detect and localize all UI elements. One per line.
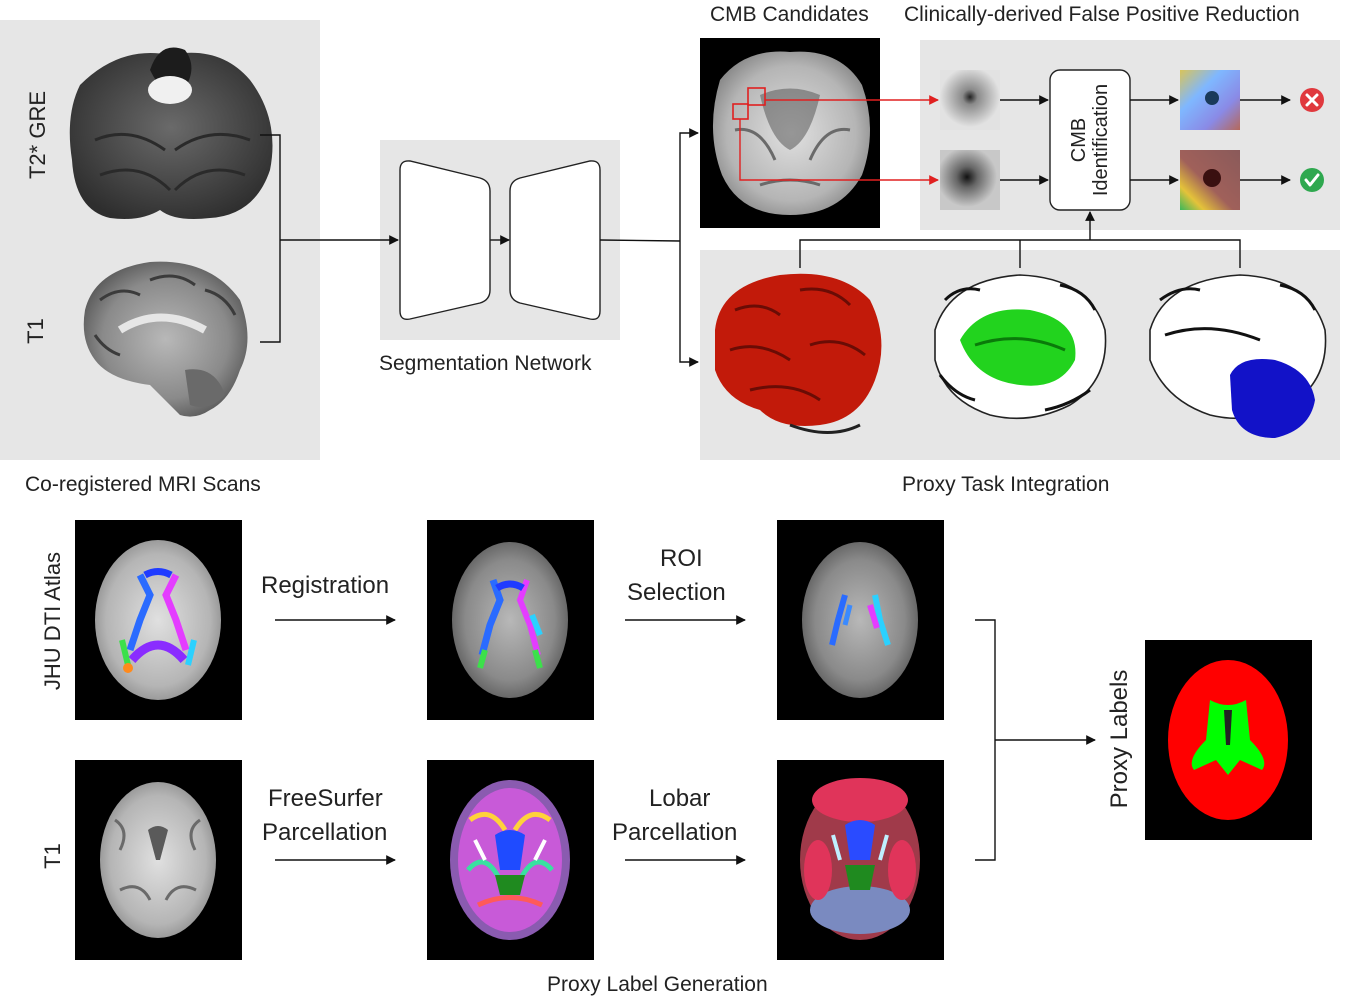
roi-selection-label-2: Selection: [627, 579, 726, 606]
identification-arrows: [1000, 95, 1291, 185]
cmb-identification-text: CMB Identification: [1068, 83, 1112, 197]
roi-selection-label-1: ROI: [660, 545, 703, 572]
blue-structure-render: [1149, 274, 1327, 438]
t1-bottom-label: T1: [40, 843, 65, 869]
candidate-box-1: [747, 87, 766, 106]
cmb-identification-label: CMB Identification: [1068, 80, 1112, 200]
freesurfer-label-2: Parcellation: [262, 819, 388, 846]
t1-axial-brain: [100, 782, 216, 938]
lobar-label-2: Parcellation: [612, 819, 738, 846]
lobar-brain: [800, 778, 920, 940]
candidate-arrows: [739, 95, 939, 185]
proxy-labels-brain: [1168, 660, 1288, 820]
registration-label: Registration: [261, 572, 390, 599]
bottom-arrows: [275, 615, 1096, 865]
registered-brain: [452, 542, 568, 698]
network-output-connector: [599, 128, 699, 367]
candidate-patch-1: [940, 70, 1000, 130]
lobar-label-1: Lobar: [649, 785, 711, 812]
reject-icon: [1300, 88, 1324, 112]
encoder-shape: [399, 160, 491, 321]
cmb-identification-box: [1049, 69, 1131, 211]
mri-to-network-connector: [260, 134, 399, 343]
accept-icon: [1300, 168, 1324, 192]
fpr-title: Clinically-derived False Positive Reduct…: [904, 3, 1300, 26]
proxy-task-connector: [799, 211, 1241, 268]
t2-gre-brain-render: [69, 47, 273, 220]
roi-brain: [802, 542, 918, 698]
freesurfer-brain: [450, 780, 570, 940]
atlas-label: JHU DTI Atlas: [40, 551, 65, 691]
atlas-brain: [95, 540, 221, 700]
heatmap-patch-2: [1180, 150, 1240, 210]
mri-panel-title: Co-registered MRI Scans: [25, 473, 261, 496]
segmentation-network-title: Segmentation Network: [379, 352, 592, 375]
t1-sagittal-brain-render: [83, 261, 248, 417]
t1-top-label: T1: [23, 318, 48, 344]
proxy-labels-label: Proxy Labels: [1106, 669, 1133, 809]
encoder-decoder-shapes: [399, 160, 601, 321]
red-brain-render: [715, 273, 882, 434]
proxy-task-title: Proxy Task Integration: [902, 473, 1110, 496]
candidate-patch-2: [940, 150, 1000, 210]
heatmap-patch-1: [1180, 70, 1240, 130]
freesurfer-label-1: FreeSurfer: [268, 785, 383, 812]
proxy-label-generation-title: Proxy Label Generation: [547, 973, 768, 996]
decoder-shape: [509, 160, 601, 321]
t2-gre-label: T2* GRE: [25, 90, 50, 180]
cmb-candidates-brain: [712, 51, 870, 215]
green-structure-render: [934, 274, 1107, 420]
cmb-candidates-title: CMB Candidates: [710, 3, 869, 26]
